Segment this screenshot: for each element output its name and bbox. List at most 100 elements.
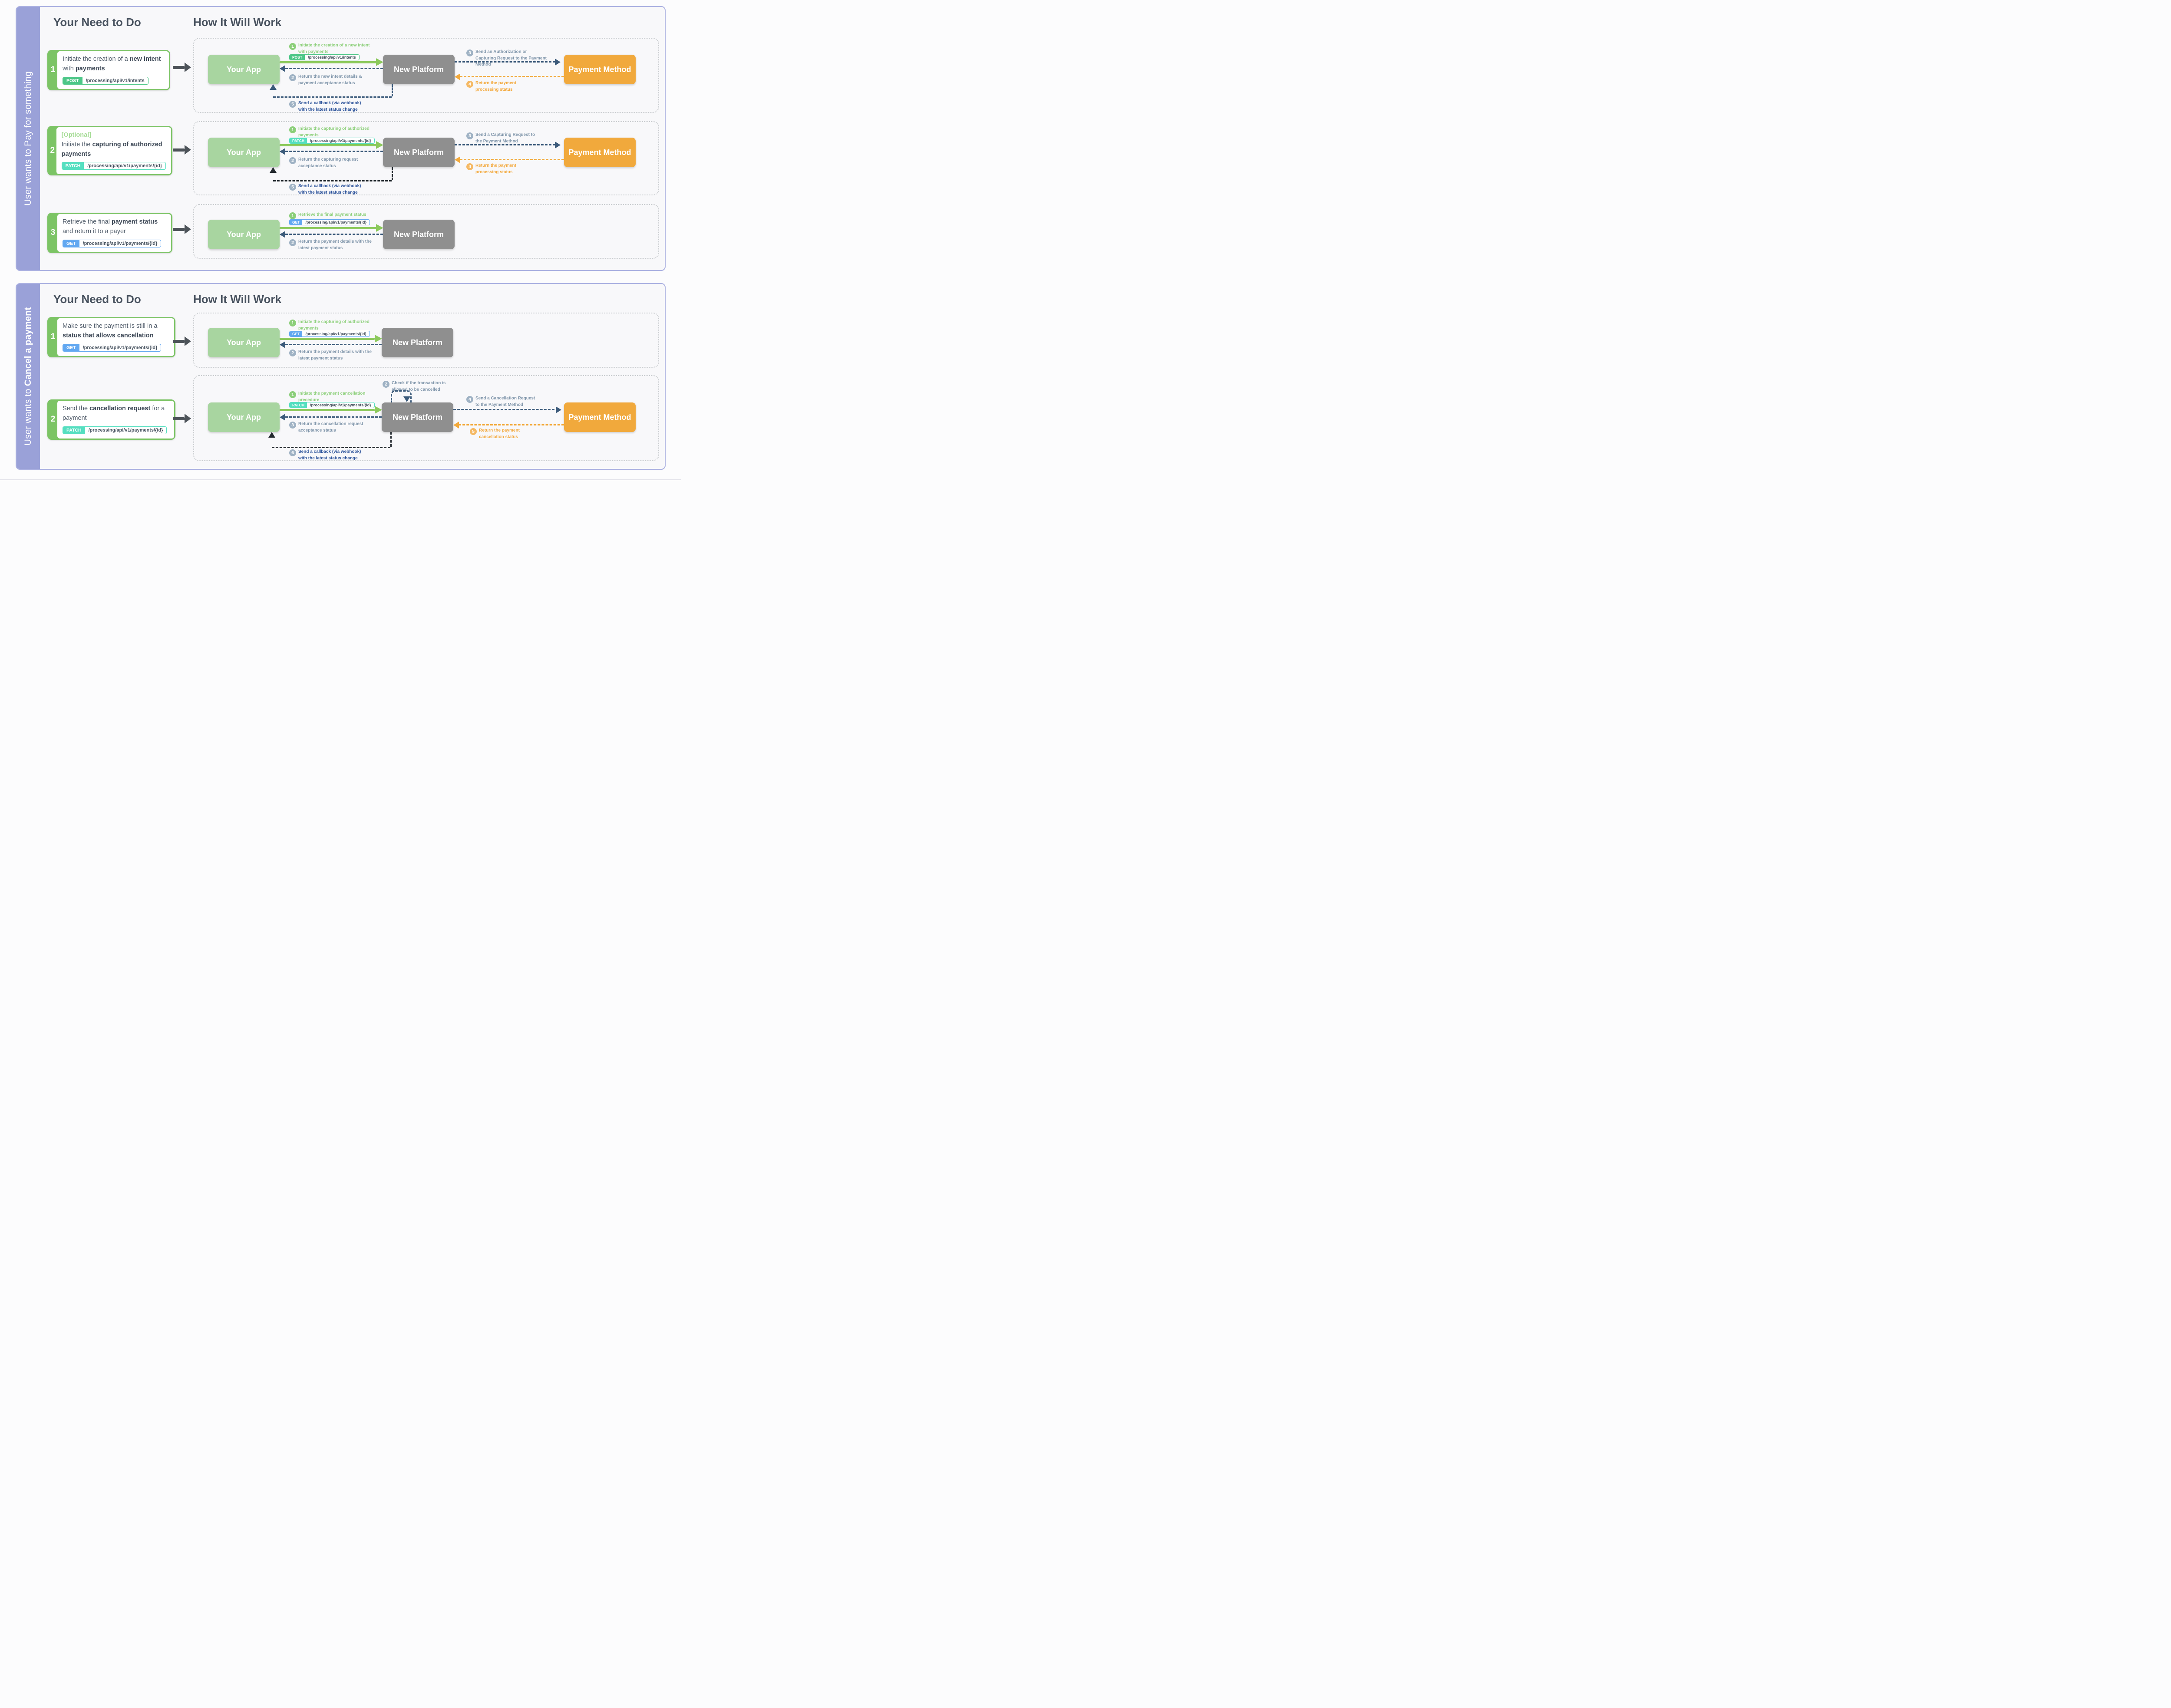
new-platform-box: New Platform [382,402,453,432]
new-platform-box: New Platform [382,328,453,357]
payment-method-box: Payment Method [564,138,636,167]
step-card-cancel-request: 2 Send the cancellation request for a pa… [47,399,175,440]
new-platform-box: New Platform [383,220,455,249]
endpoint-badge: GET/processing/api/v1/payments/{id} [63,343,162,352]
pay-section-sidebar-label: User wants to Pay for something [23,71,33,206]
response-arrow-dashed [285,68,383,69]
endpoint-badge: GET/processing/api/v1/payments/{id} [289,219,370,225]
arrowhead-up-icon [268,432,275,438]
request-arrow-green [280,409,375,411]
arrowhead-left-icon [453,422,459,429]
arrowhead-right-icon [376,224,383,232]
request-arrow-green [280,227,377,229]
cancel-section-sidebar: User wants to Cancel a payment [16,284,40,469]
step-card-check-status: 1 Make sure the payment is still in a st… [47,317,175,357]
arrowhead-right-icon [555,142,561,148]
step-text: Initiate the creation of a new intent wi… [63,56,161,72]
pay-section-sidebar: User wants to Pay for something [16,7,40,270]
endpoint-badge: PATCH/processing/api/v1/payments/{id} [289,402,375,408]
arrowhead-right-icon [376,58,383,66]
step-to-flow-arrow [173,336,191,346]
page-bottom-divider [0,479,681,480]
need-to-do-header: Your Need to Do [53,16,141,29]
your-app-box: Your App [208,328,280,357]
arrowhead-right-icon [555,59,561,66]
self-check-loop-arrow [391,390,412,402]
your-app-box: Your App [208,138,280,167]
endpoint-badge: GET/processing/api/v1/payments/{id} [63,239,162,247]
arrowhead-left-icon [280,231,285,238]
callback-arrow [273,96,392,98]
response-arrow-dashed [285,151,383,152]
endpoint-badge: PATCH/processing/api/v1/payments/{id} [61,162,166,170]
callback-arrow [392,167,393,180]
arrowhead-left-icon [280,341,285,348]
response-arrow-dashed [285,344,382,345]
step-to-flow-arrow [173,414,191,423]
step-card-final-status: 3 Retrieve the final payment status and … [47,213,172,253]
step-card-create-intent: 1 Initiate the creation of a new intent … [47,50,170,90]
arrowhead-right-icon [376,141,383,149]
endpoint-badge: PATCH/processing/api/v1/payments/{id} [289,138,375,144]
arrowhead-right-icon [375,406,382,414]
step-to-flow-arrow [173,224,191,234]
arrowhead-left-icon [455,73,460,80]
your-app-box: Your App [208,402,280,432]
how-it-works-header: How It Will Work [193,293,281,306]
endpoint-badge: GET/processing/api/v1/payments/{id} [289,331,370,337]
arrowhead-right-icon [556,406,561,413]
step-to-flow-arrow [173,145,191,155]
endpoint-badge: POST/processing/api/v1/intents [63,76,148,85]
new-platform-box: New Platform [383,55,455,84]
arrowhead-down-icon [403,396,410,402]
method-response-arrow [460,159,564,160]
callback-arrow [273,180,392,181]
step-text: Retrieve the final payment status and re… [63,218,158,235]
request-arrow-green [280,61,377,63]
step-text: Send the cancellation request for a paym… [63,405,165,422]
pay-section-panel: User wants to Pay for something Your Nee… [16,6,666,271]
endpoint-badge: PATCH/processing/api/v1/payments/{id} [63,426,167,434]
payment-method-box: Payment Method [564,55,636,84]
cancel-section-sidebar-label: User wants to Cancel a payment [23,307,33,446]
endpoint-badge: POST/processing/api/v1/intents [289,54,360,60]
step-number: 2 [50,415,56,424]
response-arrow-dashed [285,416,382,418]
step-number: 1 [50,65,56,75]
arrowhead-up-icon [270,84,277,90]
step-text: Initiate the capturing of authorized pay… [61,141,162,158]
response-arrow-dashed [285,234,383,235]
your-app-box: Your App [208,220,280,249]
step-text: Make sure the payment is still in a stat… [63,323,158,339]
step-card-capture: 2 [Optional] Initiate the capturing of a… [47,126,172,176]
step-number: 3 [50,228,56,237]
arrowhead-left-icon [280,414,285,421]
method-response-arrow [460,76,564,77]
callback-arrow [272,447,390,448]
platform-to-method-arrow [453,409,554,410]
how-it-works-header: How It Will Work [193,16,281,29]
arrowhead-up-icon [270,167,277,173]
arrowhead-left-icon [280,65,285,72]
optional-tag: [Optional] [61,132,92,138]
callback-arrow [390,432,392,447]
method-response-arrow [459,424,564,425]
